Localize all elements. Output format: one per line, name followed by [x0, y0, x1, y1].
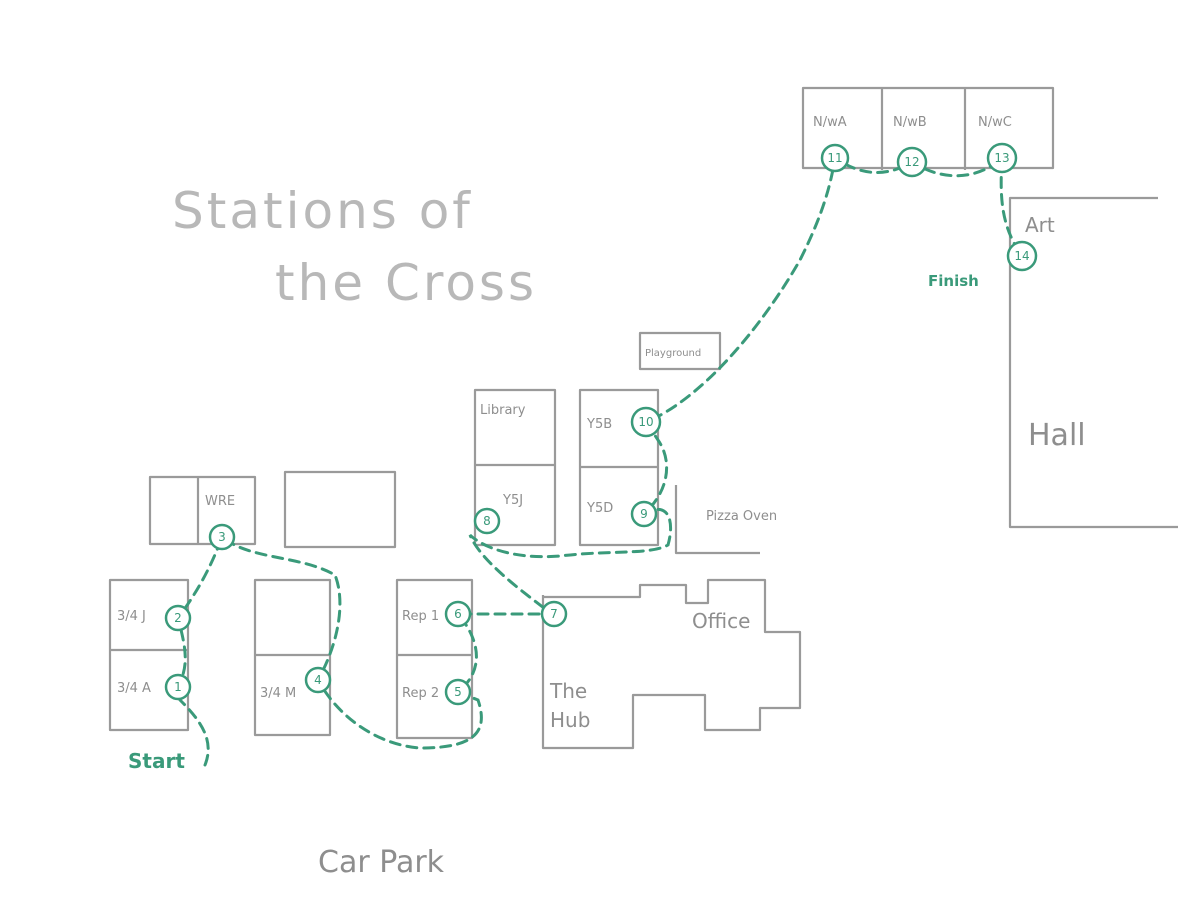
room-label-library: Library [480, 403, 526, 418]
station-3-number: 3 [218, 530, 226, 544]
room-label-34j: 3/4 J [117, 609, 146, 624]
station-7: 7 [540, 600, 568, 628]
station-11-number: 11 [827, 151, 842, 165]
station-7-number: 7 [550, 607, 558, 621]
block-nw-outline [801, 86, 1055, 170]
station-8-number: 8 [483, 514, 491, 528]
station-13: 13 [986, 142, 1018, 174]
map-title-line1: Stations of [172, 182, 473, 240]
station-8: 8 [473, 507, 501, 535]
hub-outline [541, 578, 802, 750]
station-2-marker [164, 604, 192, 632]
rep-outline [395, 578, 474, 740]
room-label-the-hub-1: The [549, 679, 587, 703]
block-y34-m: 3/4 M [253, 578, 332, 737]
finish-label: Finish [928, 272, 979, 290]
station-11-marker [820, 143, 850, 173]
start-label: Start [128, 749, 185, 773]
room-label-rep2: Rep 2 [402, 686, 439, 701]
station-14-marker [1006, 240, 1038, 272]
station-10-marker [630, 406, 662, 438]
station-6: 6 [444, 600, 472, 628]
y34m-outline [253, 578, 332, 737]
station-6-marker [444, 600, 472, 628]
station-3: 3 [208, 523, 236, 551]
room-label-wre: WRE [205, 494, 235, 509]
room-label-34m: 3/4 M [260, 686, 296, 701]
room-label-hall: Hall [1028, 418, 1086, 453]
car-park-label: Car Park [318, 845, 445, 880]
block-nw: N/wA N/wB N/wC [801, 86, 1055, 170]
station-14: 14 [1006, 240, 1038, 272]
station-10: 10 [630, 406, 662, 438]
room-label-nwa: N/wA [813, 115, 847, 130]
route-path [176, 154, 1024, 767]
station-3-marker [208, 523, 236, 551]
pizza-oven-outline [674, 485, 760, 555]
library-outline [473, 388, 557, 547]
station-9: 9 [630, 500, 658, 528]
station-2: 2 [164, 604, 192, 632]
station-4-number: 4 [314, 673, 322, 687]
block-hall: Art Hall [1008, 196, 1178, 529]
block-y5: Y5B Y5D [578, 388, 660, 547]
hall-outline [1008, 196, 1178, 529]
map-title-line2: the Cross [275, 254, 537, 312]
station-12: 12 [896, 146, 928, 178]
station-9-marker [630, 500, 658, 528]
station-7-marker [540, 600, 568, 628]
room-label-art: Art [1025, 213, 1055, 237]
station-8-marker [473, 507, 501, 535]
station-5-marker [444, 678, 472, 706]
playground-box [638, 331, 722, 371]
station-12-marker [896, 146, 928, 178]
playground-label: Playground [645, 348, 701, 359]
station-9-number: 9 [640, 507, 648, 521]
y34ja-outline [108, 578, 190, 732]
station-14-number: 14 [1014, 249, 1029, 263]
room-label-y5d: Y5D [586, 501, 613, 516]
room-label-rep1: Rep 1 [402, 609, 439, 624]
block-rep: Rep 1 Rep 2 [395, 578, 474, 740]
station-1-marker [164, 673, 192, 701]
room-label-the-hub-2: Hub [550, 708, 590, 732]
pizza-oven-label: Pizza Oven [706, 509, 777, 524]
station-10-number: 10 [638, 415, 653, 429]
block-y34-ja: 3/4 J 3/4 A [108, 578, 190, 732]
room-label-y5j: Y5J [502, 493, 523, 508]
station-1: 1 [164, 673, 192, 701]
room-label-y5b: Y5B [586, 417, 612, 432]
room-label-nwb: N/wB [893, 115, 927, 130]
room-label-nwc: N/wC [978, 115, 1012, 130]
wre-outline [148, 475, 257, 546]
empty-building [283, 470, 397, 549]
block-library: Library Y5J [473, 388, 557, 547]
station-11: 11 [820, 143, 850, 173]
station-4: 4 [304, 666, 332, 694]
station-2-number: 2 [174, 611, 182, 625]
station-12-number: 12 [904, 155, 919, 169]
room-label-office: Office [692, 609, 750, 633]
room-label-34a: 3/4 A [117, 681, 151, 696]
station-5: 5 [444, 678, 472, 706]
station-13-number: 13 [994, 151, 1009, 165]
station-13-marker [986, 142, 1018, 174]
block-hub: Office The Hub [541, 578, 802, 750]
block-wre: WRE [148, 475, 257, 546]
station-6-number: 6 [454, 607, 462, 621]
station-1-number: 1 [174, 680, 182, 694]
station-4-marker [304, 666, 332, 694]
station-5-number: 5 [454, 685, 462, 699]
